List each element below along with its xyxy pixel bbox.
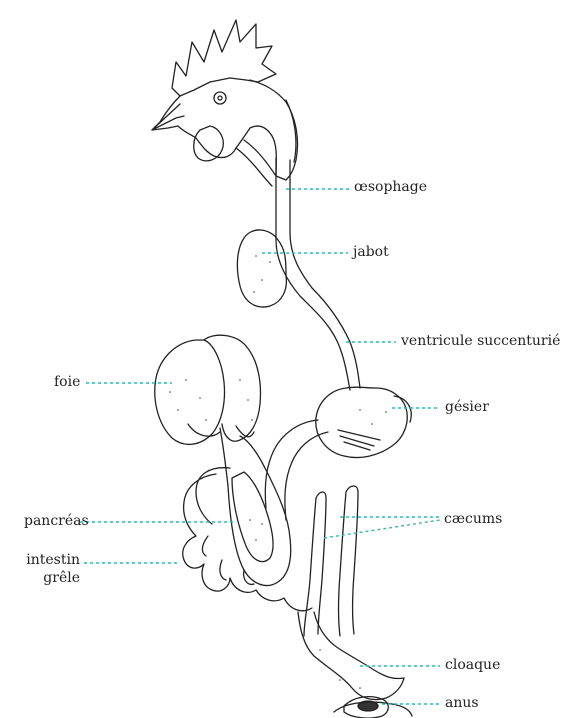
label-anus: anus <box>445 694 479 712</box>
caecum-2 <box>339 486 359 636</box>
eye <box>214 92 226 104</box>
label-intestin-grele: intestin grêle <box>24 551 80 587</box>
pancreas <box>232 472 273 562</box>
label-foie: foie <box>54 373 80 391</box>
label-intestin-line2: grêle <box>24 569 80 587</box>
beak <box>152 104 184 130</box>
label-cloaque: cloaque <box>445 656 500 674</box>
label-gesier: gésier <box>445 398 489 416</box>
label-oesophage: œsophage <box>354 178 427 196</box>
label-caecums: cæcums <box>444 510 502 528</box>
wattle <box>194 126 224 161</box>
oesophagus <box>276 158 350 390</box>
label-pancreas: pancréas <box>24 512 89 530</box>
liver-right <box>204 335 260 441</box>
liver-left <box>155 340 225 444</box>
duodenal-loop <box>220 428 291 585</box>
crop <box>237 230 286 307</box>
comb <box>172 20 276 96</box>
small-intestine <box>183 474 312 611</box>
leader-lines <box>80 189 440 704</box>
label-intestin-line1: intestin <box>24 551 80 569</box>
label-jabot: jabot <box>353 243 389 261</box>
stipple-texture <box>169 255 387 689</box>
label-ventricule-succenturie: ventricule succenturié <box>401 332 560 350</box>
